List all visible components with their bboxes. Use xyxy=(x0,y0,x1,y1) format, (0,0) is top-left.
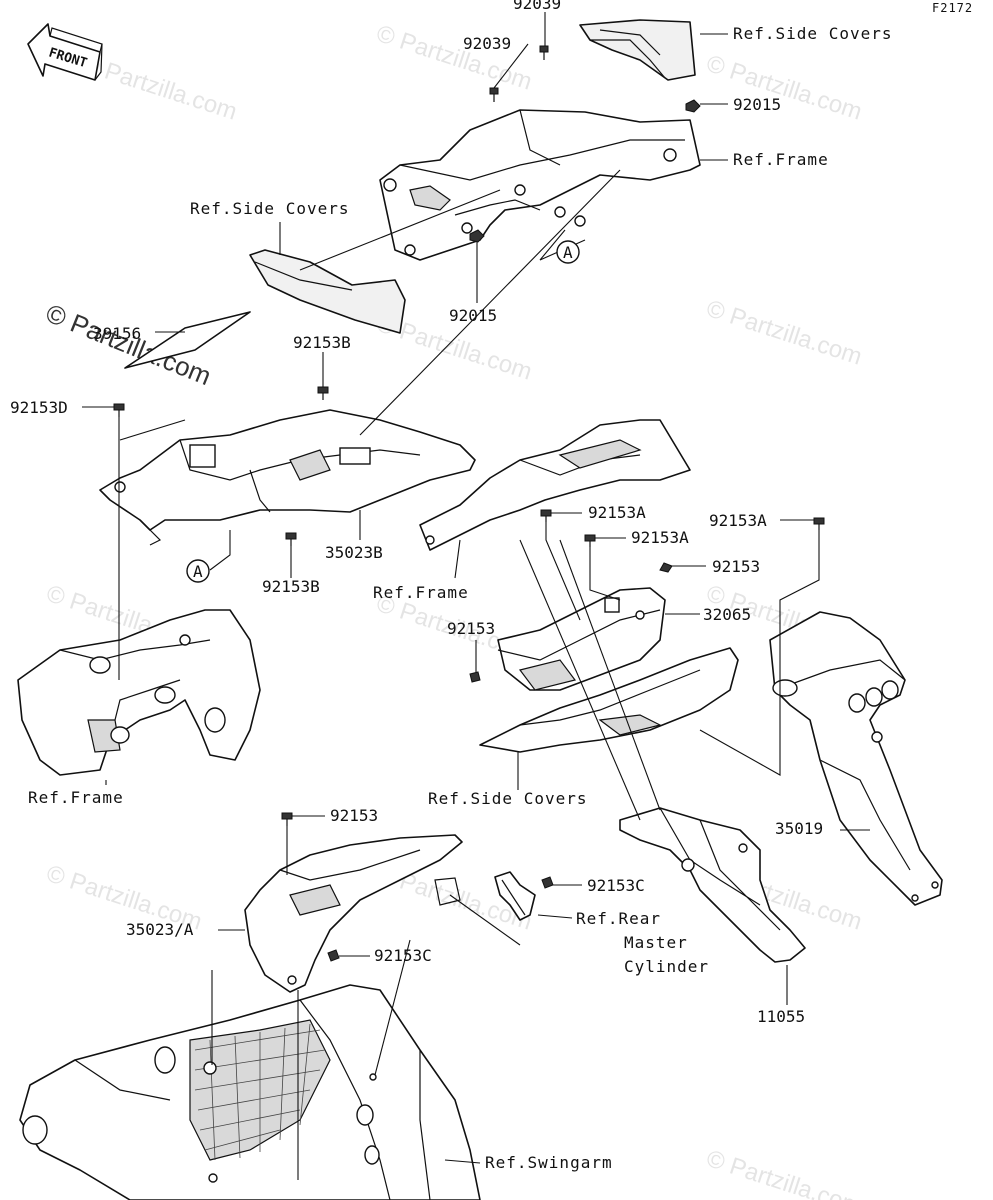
bolt-92153a-right xyxy=(813,517,825,530)
plate-39156-shape xyxy=(124,311,251,369)
label-92153c-right: 92153C xyxy=(587,876,645,895)
nut-92015-right xyxy=(685,99,701,113)
label-92039: 92039 xyxy=(463,34,511,53)
label-92153a-center: 92153A xyxy=(631,528,689,547)
label-ref-side-covers-mid: Ref.Side Covers xyxy=(428,789,588,808)
bracket-35019-shape xyxy=(769,611,943,906)
label-ref-side-covers-top: Ref.Side Covers xyxy=(733,24,893,43)
label-35023b: 35023B xyxy=(325,543,383,562)
label-11055: 11055 xyxy=(757,1007,805,1026)
ref-frame-mid-shape xyxy=(419,419,691,551)
ref-side-cover-left-shape xyxy=(249,249,406,334)
rear-frame-top-shape xyxy=(379,109,701,261)
bolt-92153-right xyxy=(659,562,673,573)
label-92153b-top: 92153B xyxy=(293,333,351,352)
label-92153-left: 92153 xyxy=(447,619,495,638)
bolt-92153c-lower xyxy=(327,949,340,962)
ref-rear-master-cylinder-shape xyxy=(494,871,536,921)
bolt-92153b-top xyxy=(317,386,329,400)
label-ref-side-covers-left: Ref.Side Covers xyxy=(190,199,350,218)
watermark: © Partzilla.com xyxy=(703,1145,865,1200)
leader-lines xyxy=(82,12,870,1180)
label-92153-lower: 92153 xyxy=(330,806,378,825)
callout-a-top: A xyxy=(556,240,580,264)
bolt-92153a-mid xyxy=(540,509,552,522)
watermark: © Partzilla.com xyxy=(703,50,865,126)
label-35019: 35019 xyxy=(775,819,823,838)
label-92153-right: 92153 xyxy=(712,557,760,576)
bolt-92153c-right xyxy=(541,876,554,889)
ref-side-cover-top-shape xyxy=(579,19,696,81)
label-92153b-bottom: 92153B xyxy=(262,577,320,596)
cover-35023a-shape xyxy=(244,834,463,993)
tray-35023b-shape xyxy=(99,409,476,546)
label-ref-frame-top: Ref.Frame xyxy=(733,150,829,169)
bracket-11055-shape xyxy=(619,807,806,963)
watermark: © Partzilla.com xyxy=(373,20,535,96)
nut-92015-bottom xyxy=(469,229,485,243)
ref-frame-left-shape xyxy=(17,609,261,776)
ref-swingarm-shape xyxy=(19,984,481,1200)
diagram-code: F2172 xyxy=(932,1,973,15)
label-ref-frame-left: Ref.Frame xyxy=(28,788,124,807)
bracket-32065-shape xyxy=(497,587,666,691)
label-ref-frame-mid: Ref.Frame xyxy=(373,583,469,602)
swingarm-mesh xyxy=(194,1023,326,1161)
part-labels: 92039 92039 Ref.Side Covers 92015 Ref.Fr… xyxy=(10,0,893,1172)
bolt-92153a-center xyxy=(584,534,596,547)
label-35023a: 35023/A xyxy=(126,920,194,939)
label-92153a-mid: 92153A xyxy=(588,503,646,522)
label-ref-rear-line3: Cylinder xyxy=(624,957,709,976)
callout-a-top-label: A xyxy=(563,243,573,262)
bolt-92153-left xyxy=(469,671,481,683)
label-92015-right: 92015 xyxy=(733,95,781,114)
label-92153c-lower: 92153C xyxy=(374,946,432,965)
callout-a-bottom: A xyxy=(186,559,210,583)
label-92153a-right: 92153A xyxy=(709,511,767,530)
bolt-92153b-bottom xyxy=(285,532,297,546)
label-32065: 32065 xyxy=(703,605,751,624)
label-39156: 39156 xyxy=(93,324,141,343)
watermark: © Partzilla.com xyxy=(703,295,865,371)
bolt-92039 xyxy=(489,87,499,102)
label-ref-rear-line1: Ref.Rear xyxy=(576,909,661,928)
front-arrow-icon: FRONT xyxy=(27,23,103,81)
bolt-92153d xyxy=(113,403,125,417)
label-ref-rear-line2: Master xyxy=(624,933,688,952)
label-92039-top: 92039 xyxy=(513,0,561,13)
bolt-92153-lower xyxy=(281,812,293,826)
watermark: © Partzilla.com xyxy=(78,50,240,126)
bolt-92039-top xyxy=(539,45,549,60)
label-92015-bottom: 92015 xyxy=(449,306,497,325)
callout-a-bottom-label: A xyxy=(193,562,203,581)
label-92153d: 92153D xyxy=(10,398,68,417)
ref-side-cover-mid-shape xyxy=(479,647,739,753)
label-ref-swingarm: Ref.Swingarm xyxy=(485,1153,613,1172)
